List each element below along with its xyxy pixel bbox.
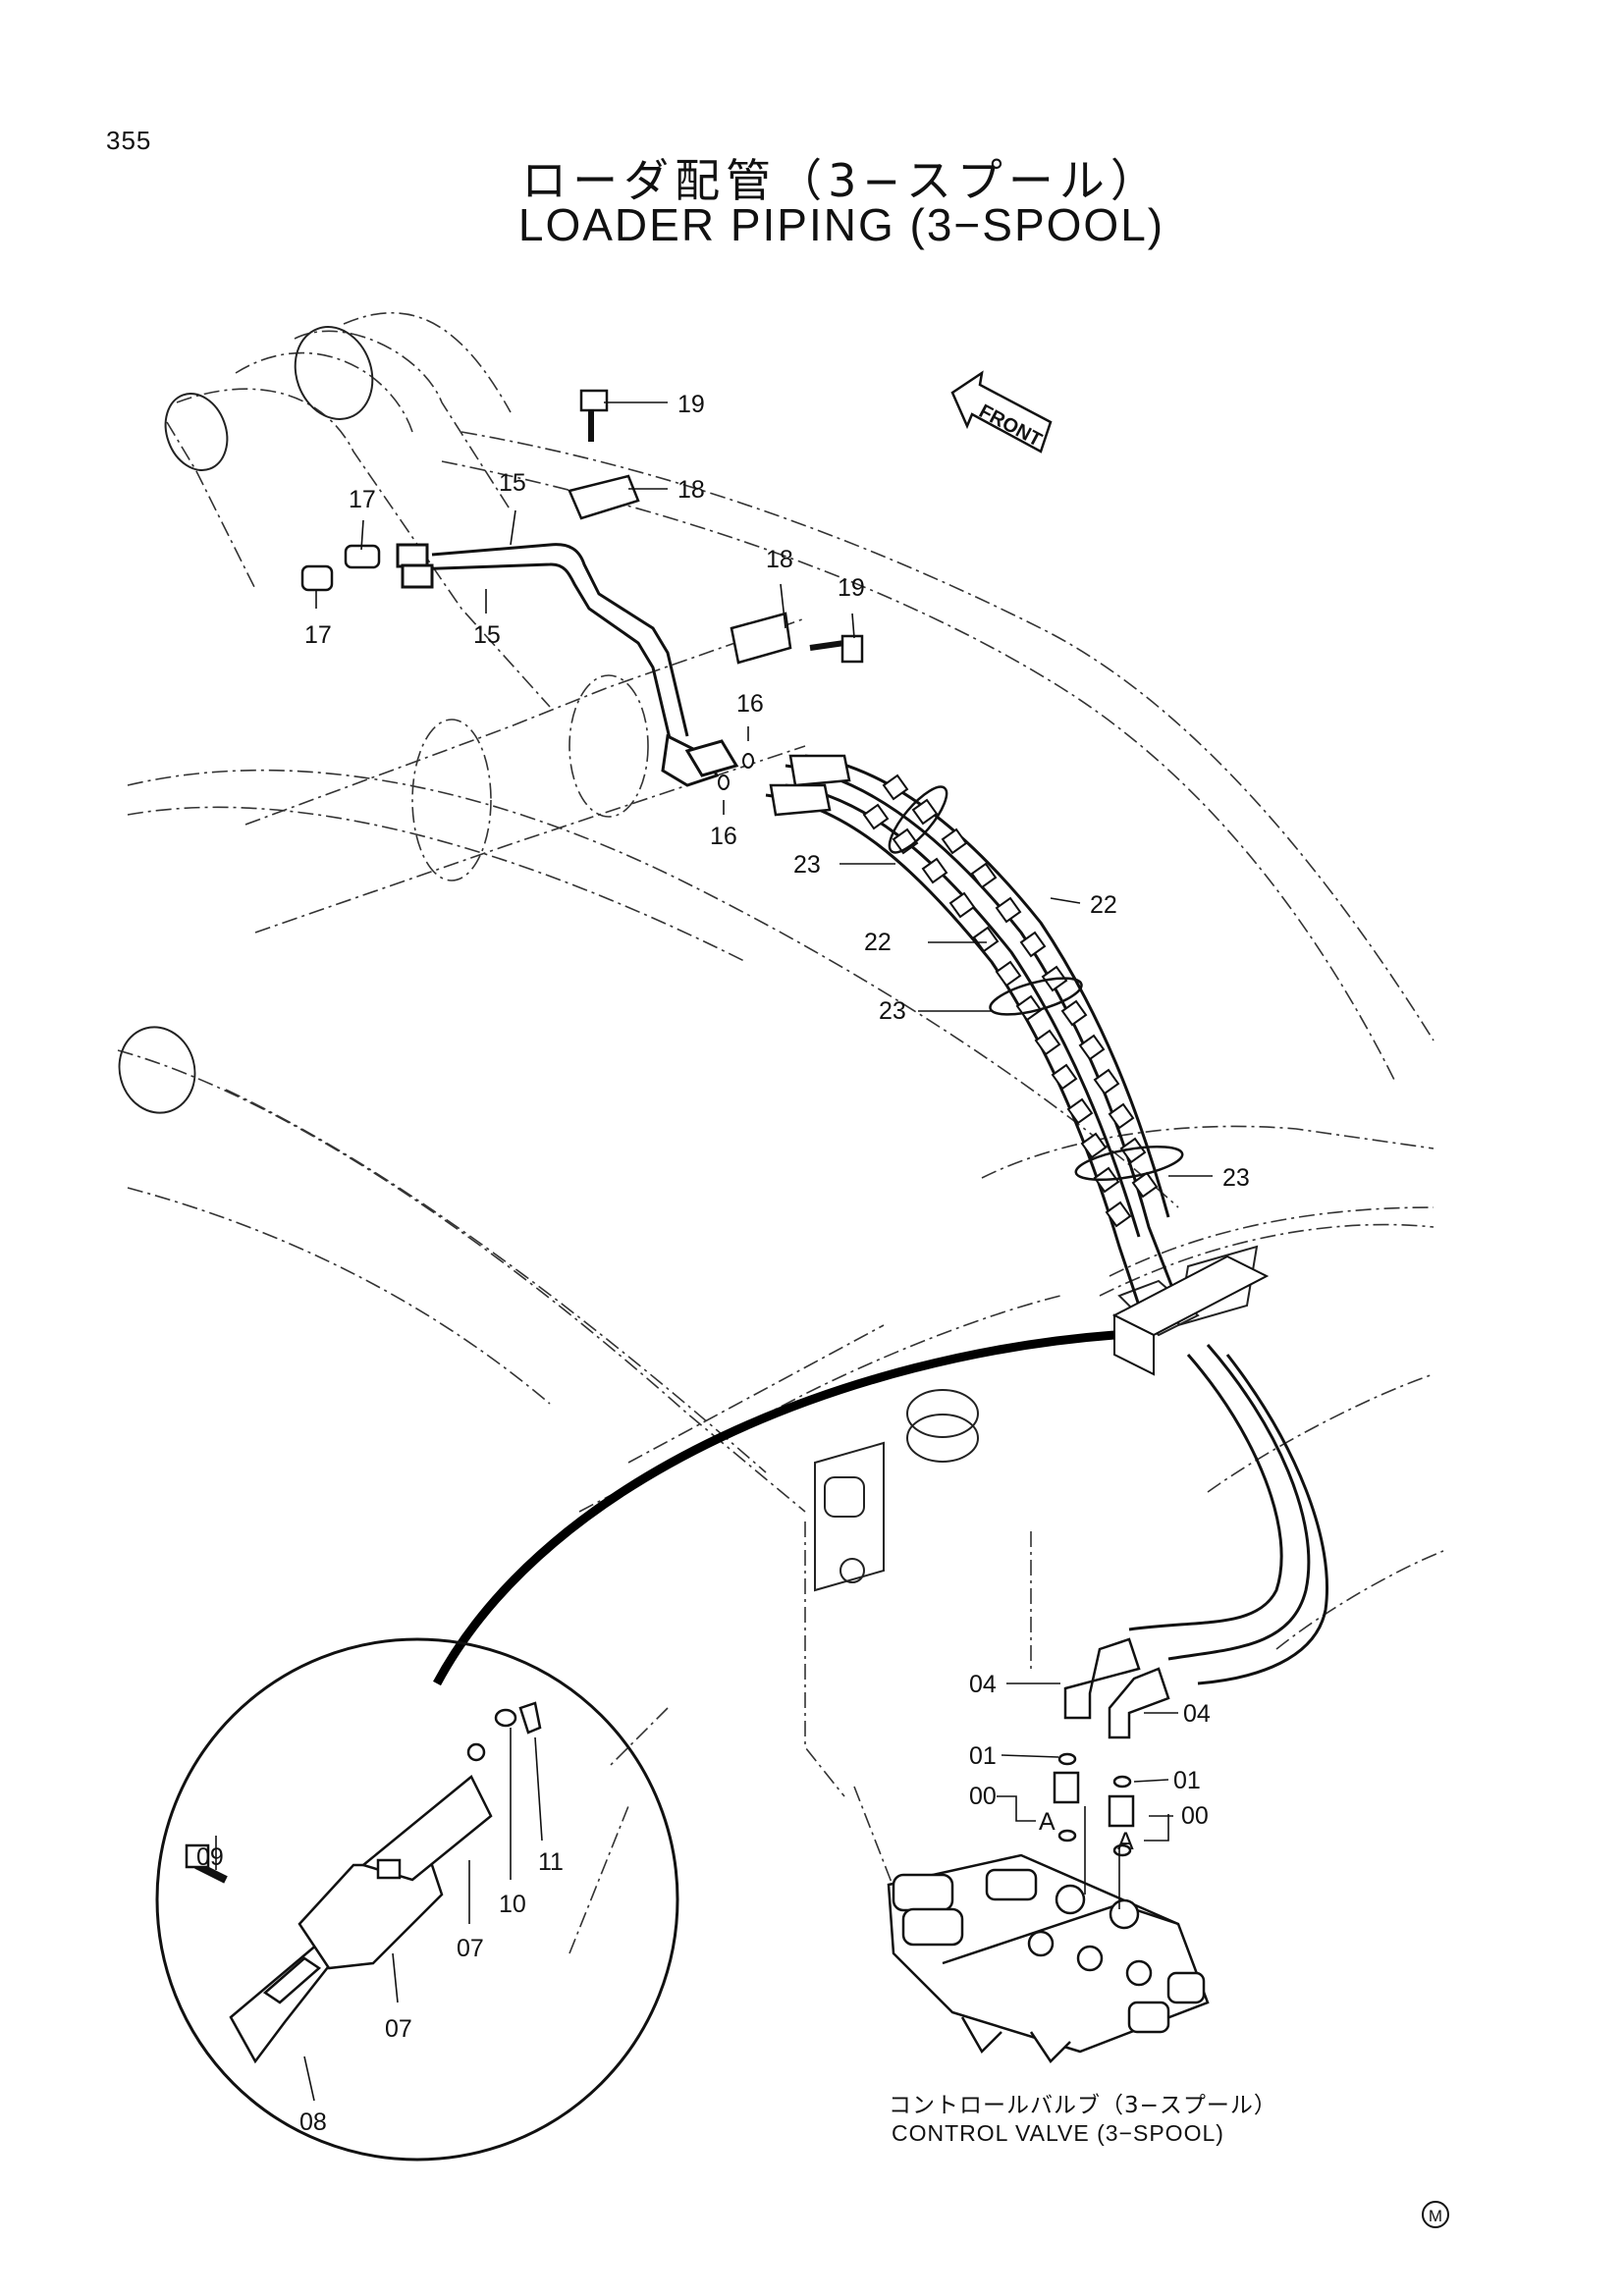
o-rings-16 <box>718 753 754 790</box>
loader-arm-outline <box>117 311 1444 1964</box>
callout-23-c: 23 <box>1222 1164 1250 1192</box>
callout-19-top: 19 <box>677 391 705 418</box>
front-arrow: FRONT <box>950 370 1053 454</box>
callout-23-b: 23 <box>879 997 906 1025</box>
callout-18-right: 18 <box>766 546 793 573</box>
callout-19-right: 19 <box>838 574 865 602</box>
title-japanese: ローダ配管（3−スプール） <box>521 154 1162 207</box>
callout-22-left: 22 <box>864 929 892 956</box>
callout-04-right: 04 <box>1183 1700 1211 1728</box>
callout-15-lower: 15 <box>473 621 501 649</box>
callout-08: 08 <box>299 2109 327 2136</box>
clamp-rings-23 <box>888 785 1184 1182</box>
callout-00-right: 00 <box>1181 1802 1209 1830</box>
callout-04-left: 04 <box>969 1671 997 1698</box>
title-english: LOADER PIPING (3−SPOOL) <box>517 199 1165 250</box>
steel-pipes <box>396 543 739 787</box>
detail-a-label-left: A <box>1039 1808 1056 1836</box>
callout-23-a: 23 <box>793 851 821 879</box>
detail-a-label-right: A <box>1117 1828 1134 1855</box>
callout-01-right: 01 <box>1173 1767 1201 1794</box>
valve-fittings <box>1053 1637 1170 1857</box>
detail-circle <box>155 1637 679 2162</box>
callout-00-left: 00 <box>969 1783 997 1810</box>
control-valve-body <box>887 1853 1210 2063</box>
callout-09: 09 <box>196 1843 224 1871</box>
page-number: 355 <box>106 126 152 155</box>
detail-bracket-parts <box>185 1701 542 2064</box>
callout-18-top: 18 <box>677 476 705 504</box>
clamp-top <box>568 389 640 520</box>
hoses-22 <box>765 754 1185 1336</box>
callout-07-lower: 07 <box>385 2015 412 2043</box>
clamp-right <box>730 612 864 665</box>
callout-numbers: 19 18 15 15 17 17 18 19 16 16 23 22 22 2… <box>196 391 1250 2136</box>
callout-07-upper: 07 <box>457 1935 484 1962</box>
callout-10: 10 <box>499 1891 526 1918</box>
hose-spring-guards <box>862 774 1159 1228</box>
caps-17 <box>300 544 381 592</box>
callout-01-left: 01 <box>969 1742 997 1770</box>
detail-leader-curve <box>433 1330 1115 1686</box>
pin-bosses <box>118 326 979 1463</box>
hose-fixing-plate <box>1111 1255 1270 1376</box>
callout-15-upper: 15 <box>499 469 526 497</box>
callout-16-lower: 16 <box>710 823 737 850</box>
callout-16-upper: 16 <box>736 690 764 718</box>
leader-lines <box>215 401 1213 2102</box>
callout-17-upper: 17 <box>349 486 376 513</box>
control-valve-label-english: CONTROL VALVE (3−SPOOL) <box>892 2120 1224 2146</box>
callout-22-right: 22 <box>1090 891 1117 919</box>
callout-17-lower: 17 <box>304 621 332 649</box>
control-valve-label-japanese: コントロールバルブ（3−スプール） <box>889 2093 1277 2118</box>
circled-m-mark: M <box>1422 2201 1449 2228</box>
hose-fittings <box>769 754 851 817</box>
callout-11: 11 <box>538 1848 564 1876</box>
lower-hoses <box>1128 1344 1329 1685</box>
